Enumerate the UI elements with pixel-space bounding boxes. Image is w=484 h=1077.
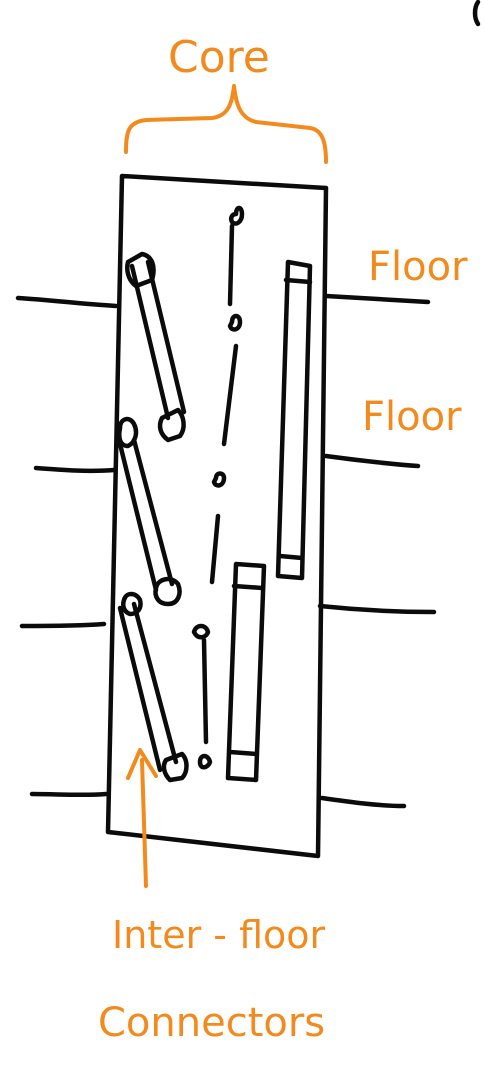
floor-slab-right-3	[317, 603, 437, 615]
inter-floor-connector-2	[117, 416, 182, 607]
floor-slab-right-4	[319, 795, 407, 809]
connector-arrow	[126, 748, 158, 888]
core-outline	[105, 173, 329, 859]
floor-slab-right-1	[323, 293, 431, 305]
inter-floor-connector-central	[191, 205, 245, 770]
floor-slab-left-3	[19, 621, 107, 629]
floor-label-lower: Floor	[362, 394, 462, 440]
floor-slab-right-2	[323, 453, 421, 469]
inter-floor-connector-4	[275, 259, 313, 581]
inter-floor-connector-1	[125, 251, 187, 443]
core-label: Core	[168, 32, 270, 83]
floor-label-upper: Floor	[368, 244, 468, 290]
connectors-label-line2: Connectors	[98, 1000, 325, 1046]
inter-floor-connector-5	[225, 561, 267, 783]
core-brace	[124, 84, 328, 164]
connectors-label-line1: Inter - floor	[112, 913, 325, 957]
floor-slab-left-1	[15, 295, 119, 309]
floor-slab-left-4	[29, 791, 109, 798]
floor-slab-left-2	[33, 465, 117, 474]
inter-floor-connector-3	[117, 591, 189, 783]
stray-mark	[472, 0, 481, 27]
